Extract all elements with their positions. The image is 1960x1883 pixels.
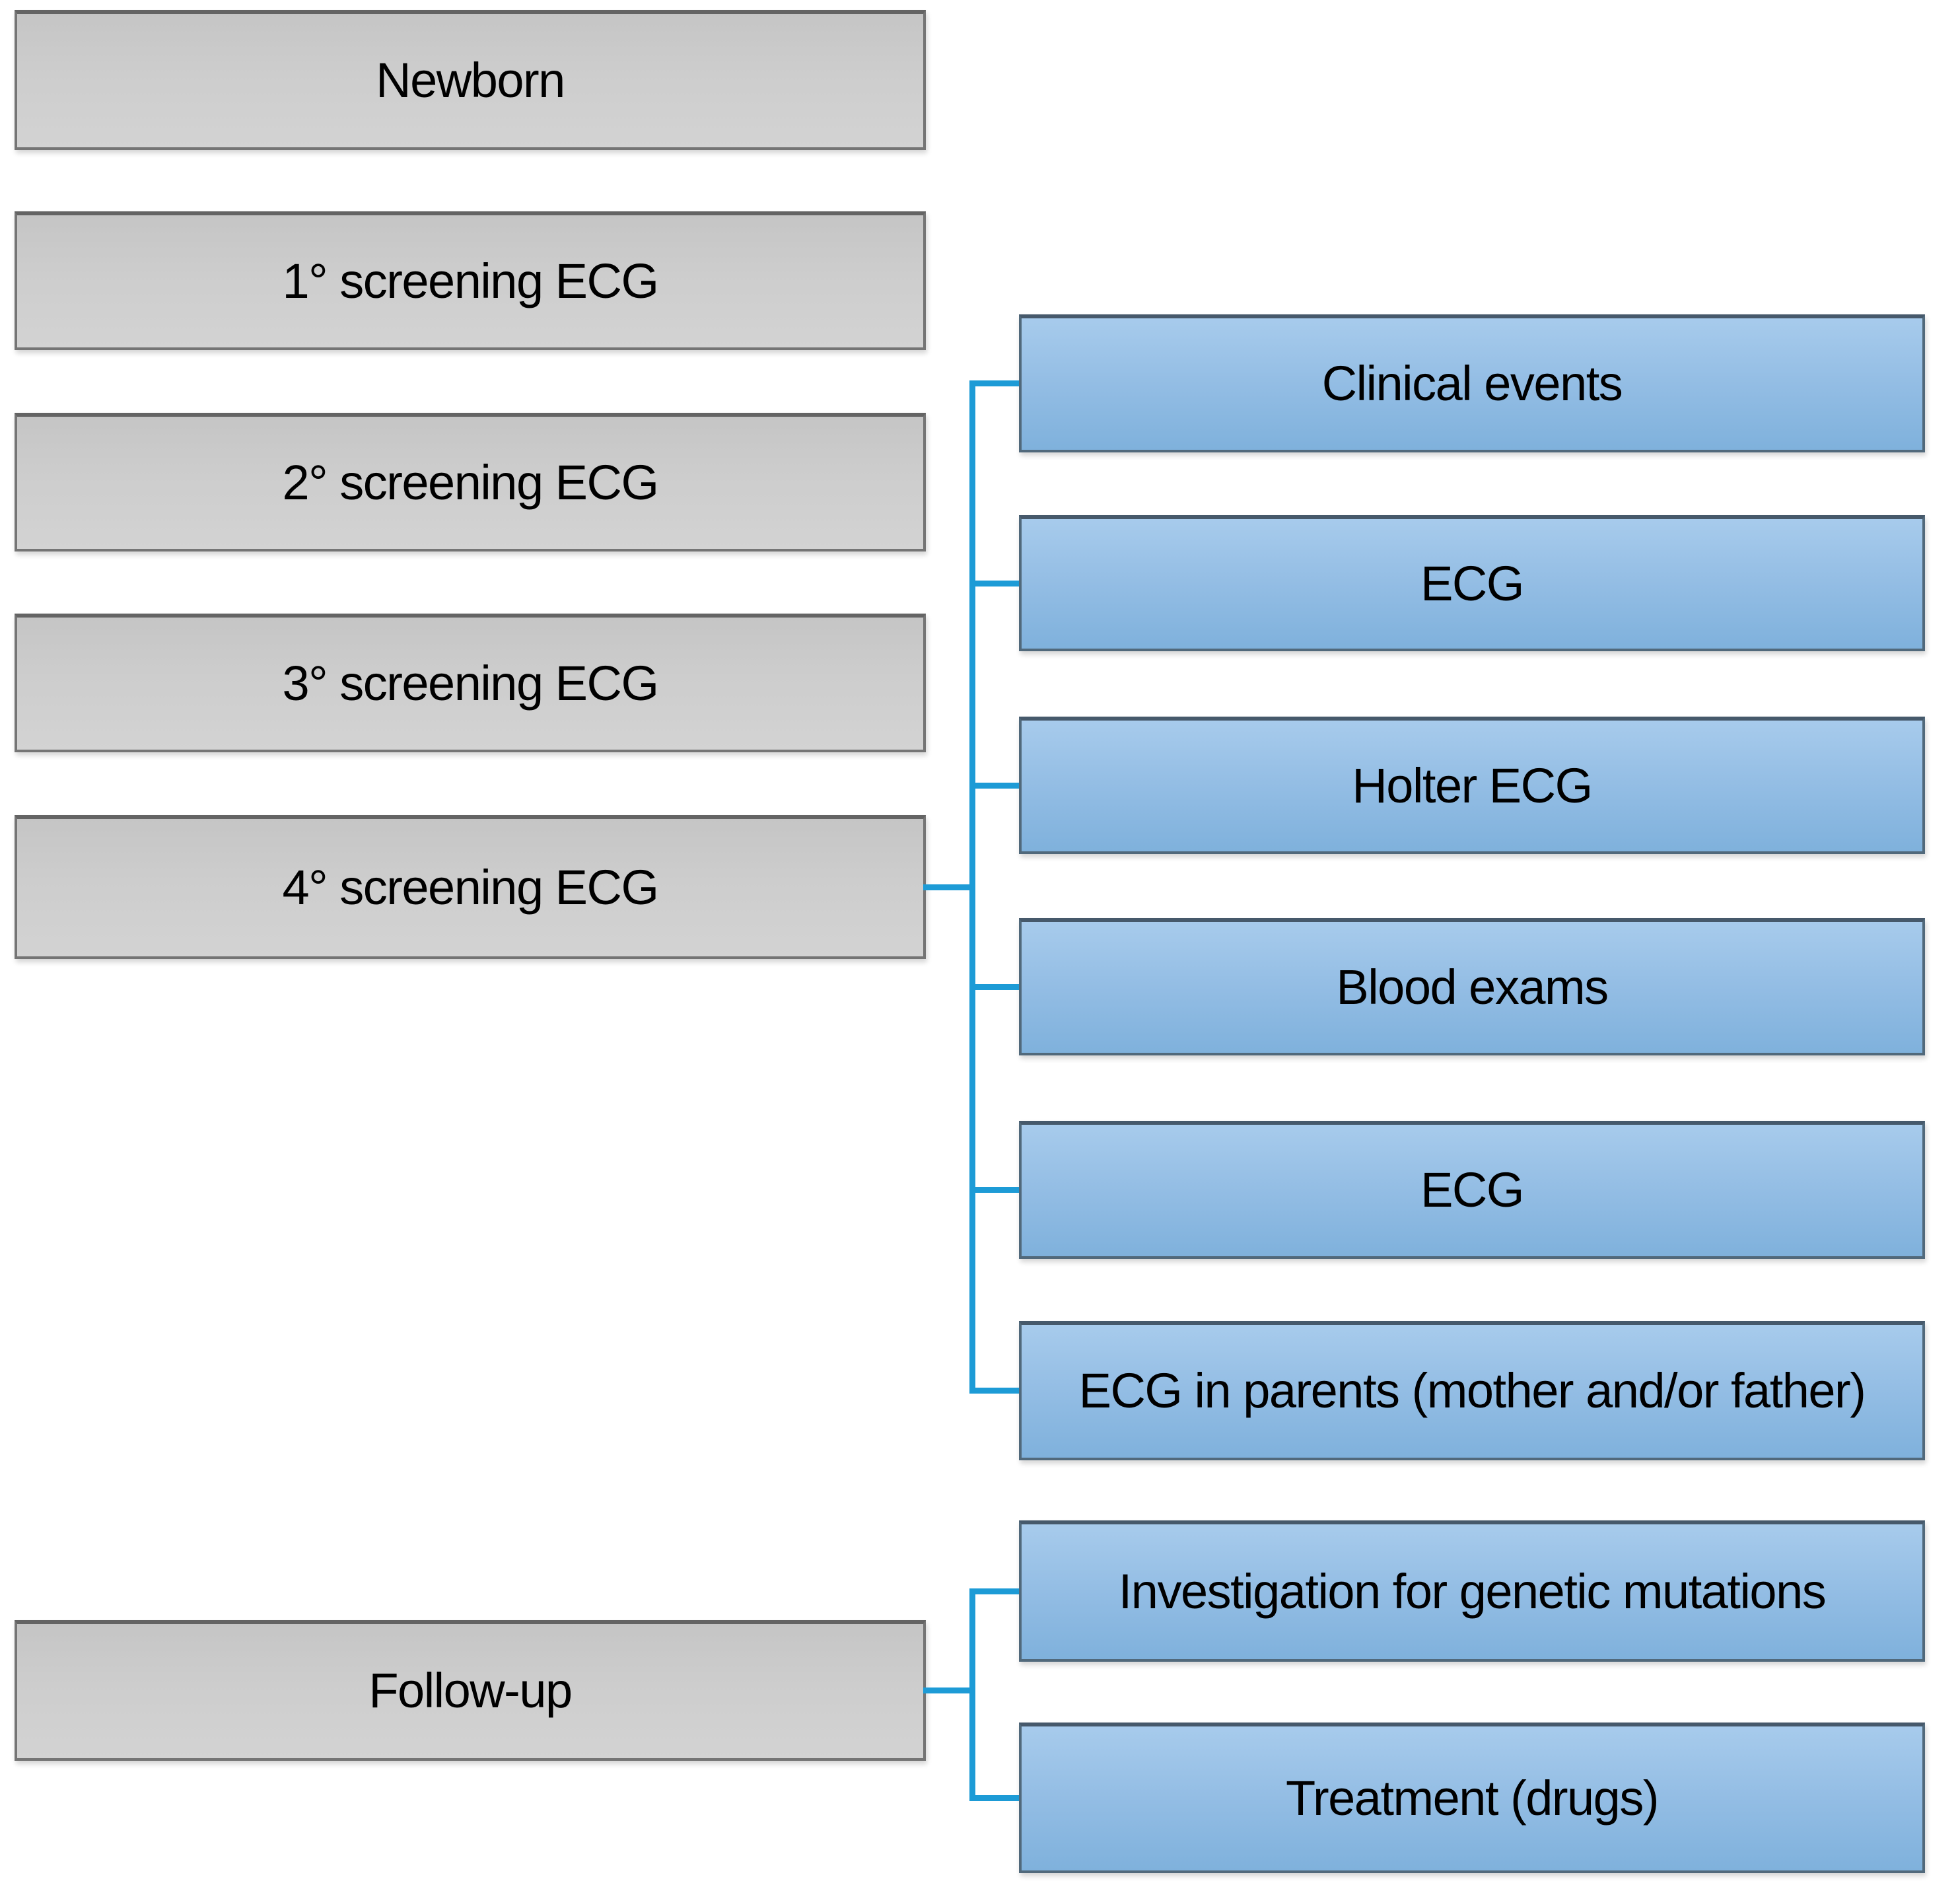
connector-followup-input-stub (923, 1688, 975, 1693)
connector-stub-ecg-first (969, 581, 1019, 586)
box-screening-ecg-2: 2° screening ECG (15, 413, 926, 551)
box-screening-ecg-4: 4° screening ECG (15, 815, 926, 959)
box-newborn-label: Newborn (376, 52, 565, 108)
connector-stub-holter-ecg (969, 783, 1019, 789)
box-ecg-first: ECG (1019, 515, 1925, 651)
box-clinical-events: Clinical events (1019, 314, 1925, 452)
box-ecg-second: ECG (1019, 1121, 1925, 1259)
connector-stub-ecg-second (969, 1187, 1019, 1193)
box-screening-ecg-3-label: 3° screening ECG (282, 655, 659, 711)
connector-screening4-input-stub (923, 884, 975, 890)
connector-stub-ecg-in-parents (969, 1388, 1019, 1394)
box-ecg-in-parents: ECG in parents (mother and/or father) (1019, 1321, 1925, 1460)
box-treatment-drugs: Treatment (drugs) (1019, 1723, 1925, 1873)
box-ecg-first-label: ECG (1420, 555, 1524, 611)
box-ecg-in-parents-label: ECG in parents (mother and/or father) (1078, 1363, 1866, 1419)
box-genetic-investigation: Investigation for genetic mutations (1019, 1520, 1925, 1662)
box-holter-ecg: Holter ECG (1019, 717, 1925, 854)
box-screening-ecg-1: 1° screening ECG (15, 211, 926, 350)
connector-stub-treatment-drugs (969, 1795, 1019, 1801)
connector-followup-bracket-vertical (969, 1588, 975, 1801)
connector-screening-bracket-vertical (969, 380, 975, 1394)
box-screening-ecg-1-label: 1° screening ECG (282, 253, 659, 308)
box-genetic-investigation-label: Investigation for genetic mutations (1118, 1563, 1827, 1619)
box-blood-exams-label: Blood exams (1336, 959, 1609, 1014)
box-clinical-events-label: Clinical events (1321, 356, 1623, 411)
connector-stub-genetic-investigation (969, 1588, 1019, 1594)
box-ecg-second-label: ECG (1420, 1162, 1524, 1218)
connector-stub-clinical-events (969, 380, 1019, 386)
box-follow-up-label: Follow-up (368, 1663, 573, 1719)
box-treatment-drugs-label: Treatment (drugs) (1286, 1770, 1659, 1826)
box-screening-ecg-3: 3° screening ECG (15, 614, 926, 752)
connector-stub-blood-exams (969, 984, 1019, 990)
box-newborn: Newborn (15, 10, 926, 150)
box-screening-ecg-4-label: 4° screening ECG (282, 859, 659, 915)
box-follow-up: Follow-up (15, 1620, 926, 1761)
box-blood-exams: Blood exams (1019, 918, 1925, 1055)
box-screening-ecg-2-label: 2° screening ECG (282, 454, 659, 510)
box-holter-ecg-label: Holter ECG (1352, 758, 1593, 813)
